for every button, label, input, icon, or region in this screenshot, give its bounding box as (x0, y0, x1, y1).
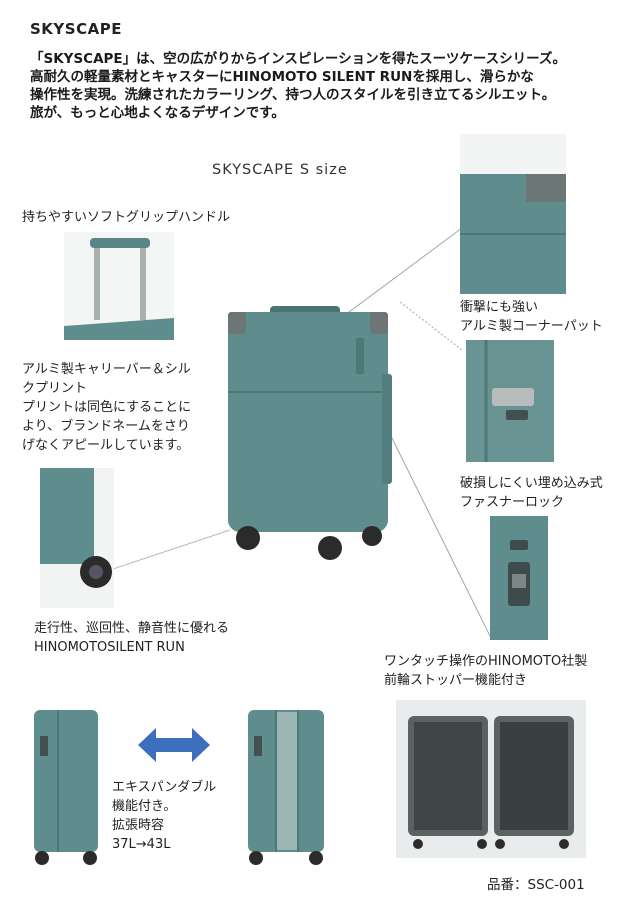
stopper-caption: ワンタッチ操作のHINOMOTO社製 前輪ストッパー機能付き (384, 652, 587, 690)
carry-bar-caption: アルミ製キャリーバー＆シル クプリント プリントは同色にすることに より、ブラン… (22, 360, 191, 455)
suitcase-expanded-image (244, 710, 328, 866)
callout-line-wheel (109, 529, 231, 571)
wheel-caption: 走行性、巡回性、静音性に優れる HINOMOTOSILENT RUN (34, 619, 229, 657)
caption-line: HINOMOTOSILENT RUN (34, 640, 185, 655)
intro-line: 操作性を実現。洗練されたカラーリング、持つ人のスタイルを引き立てるシルエット。 (30, 87, 556, 103)
product-sku: 品番：SSC-001 (487, 877, 585, 893)
caption-line: ワンタッチ操作のHINOMOTO社製 (384, 654, 588, 669)
lock-caption: 破損しにくい埋め込み式 ファスナーロック (460, 474, 603, 512)
corner-pad-photo (460, 134, 566, 294)
caption-line: 衝撃にも強い (460, 300, 539, 315)
caption-line: げなくアピールしています。 (22, 438, 190, 453)
caption-line: 走行性、巡回性、静音性に優れる (34, 621, 230, 636)
caption-line: 破損しにくい埋め込み式 (460, 476, 603, 491)
stopper-photo (490, 516, 548, 640)
caption-line: エキスパンダブル (112, 780, 217, 795)
brand-title: SKYSCAPE (30, 20, 122, 38)
product-title: SKYSCAPE S size (212, 162, 348, 178)
corner-caption: 衝撃にも強い アルミ製コーナーパット (460, 298, 603, 336)
zipper-lock-photo (466, 340, 554, 462)
caption-line: より、ブランドネームをさり (22, 419, 190, 434)
handle-caption: 持ちやすいソフトグリップハンドル (22, 210, 231, 225)
callout-line-stopper (382, 419, 493, 641)
handle-photo (64, 232, 174, 340)
caption-line: アルミ製キャリーバー＆シル (22, 362, 191, 377)
intro-line: 「SKYSCAPE」は、空の広がりからインスピレーションを得たスーツケースシリー… (30, 51, 566, 67)
caption-line: アルミ製コーナーパット (460, 319, 603, 334)
caption-line: クプリント (22, 381, 88, 396)
main-suitcase-image (222, 304, 398, 562)
caption-line: 前輪ストッパー機能付き (384, 673, 528, 688)
caption-line: 拡張時容 (112, 818, 165, 833)
caption-line: ファスナーロック (460, 495, 565, 510)
intro-line: 旅が、もっと心地よくなるデザインです。 (30, 105, 285, 121)
intro-text: 「SKYSCAPE」は、空の広がりからインスピレーションを得たスーツケースシリー… (30, 50, 620, 122)
callout-line-corner (344, 227, 463, 316)
intro-line: 高耐久の軽量素材とキャスターにHINOMOTO SILENT RUNを採用し、滑… (30, 69, 534, 85)
callout-line-lock (399, 301, 463, 351)
caption-line: 機能付き。 (112, 799, 177, 814)
caption-line: 37L→43L (112, 837, 171, 852)
interior-photo (396, 700, 586, 858)
wheel-photo (40, 468, 114, 608)
suitcase-normal-image (28, 710, 104, 866)
expand-caption: エキスパンダブル 機能付き。 拡張時容 37L→43L (112, 778, 216, 854)
double-arrow-icon (138, 728, 210, 762)
caption-line: プリントは同色にすることに (22, 400, 192, 415)
